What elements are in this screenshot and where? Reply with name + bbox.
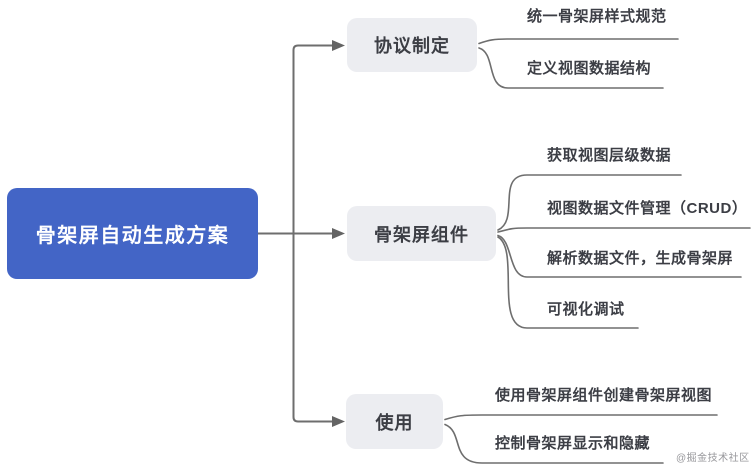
subtopic-toggle-visibility[interactable]: 控制骨架屏显示和隐藏 bbox=[495, 435, 651, 452]
branch-line-b2c2 bbox=[497, 227, 751, 233]
arrowhead-branch-2 bbox=[332, 228, 345, 239]
subtopic-get-view-hierarchy[interactable]: 获取视图层级数据 bbox=[547, 147, 672, 164]
subtopic-create-skeleton-view[interactable]: 使用骨架屏组件创建骨架屏视图 bbox=[495, 387, 713, 404]
branch-line-b1c1 bbox=[478, 38, 679, 45]
connector-trunk-bottom bbox=[292, 233, 333, 423]
branch-line-b3c1 bbox=[444, 414, 718, 421]
subtopic-data-file-crud[interactable]: 视图数据文件管理（CRUD） bbox=[547, 200, 748, 217]
branch-topic-usage[interactable]: 使用 bbox=[346, 394, 443, 449]
subtopic-view-data-structure[interactable]: 定义视图数据结构 bbox=[527, 60, 652, 77]
subtopic-style-spec[interactable]: 统一骨架屏样式规范 bbox=[527, 8, 667, 25]
branch-topic-protocol[interactable]: 协议制定 bbox=[347, 18, 477, 72]
branch-topic-component[interactable]: 骨架屏组件 bbox=[347, 206, 496, 261]
arrowhead-branch-1 bbox=[332, 40, 345, 51]
connector-trunk-top bbox=[292, 44, 333, 234]
watermark-text: @掘金技术社区 bbox=[676, 453, 750, 464]
subtopic-visual-debug[interactable]: 可视化调试 bbox=[547, 301, 625, 318]
root-topic[interactable]: 骨架屏自动生成方案 bbox=[7, 188, 258, 279]
arrowhead-branch-3 bbox=[332, 416, 345, 427]
subtopic-parse-generate[interactable]: 解析数据文件，生成骨架屏 bbox=[547, 250, 734, 267]
